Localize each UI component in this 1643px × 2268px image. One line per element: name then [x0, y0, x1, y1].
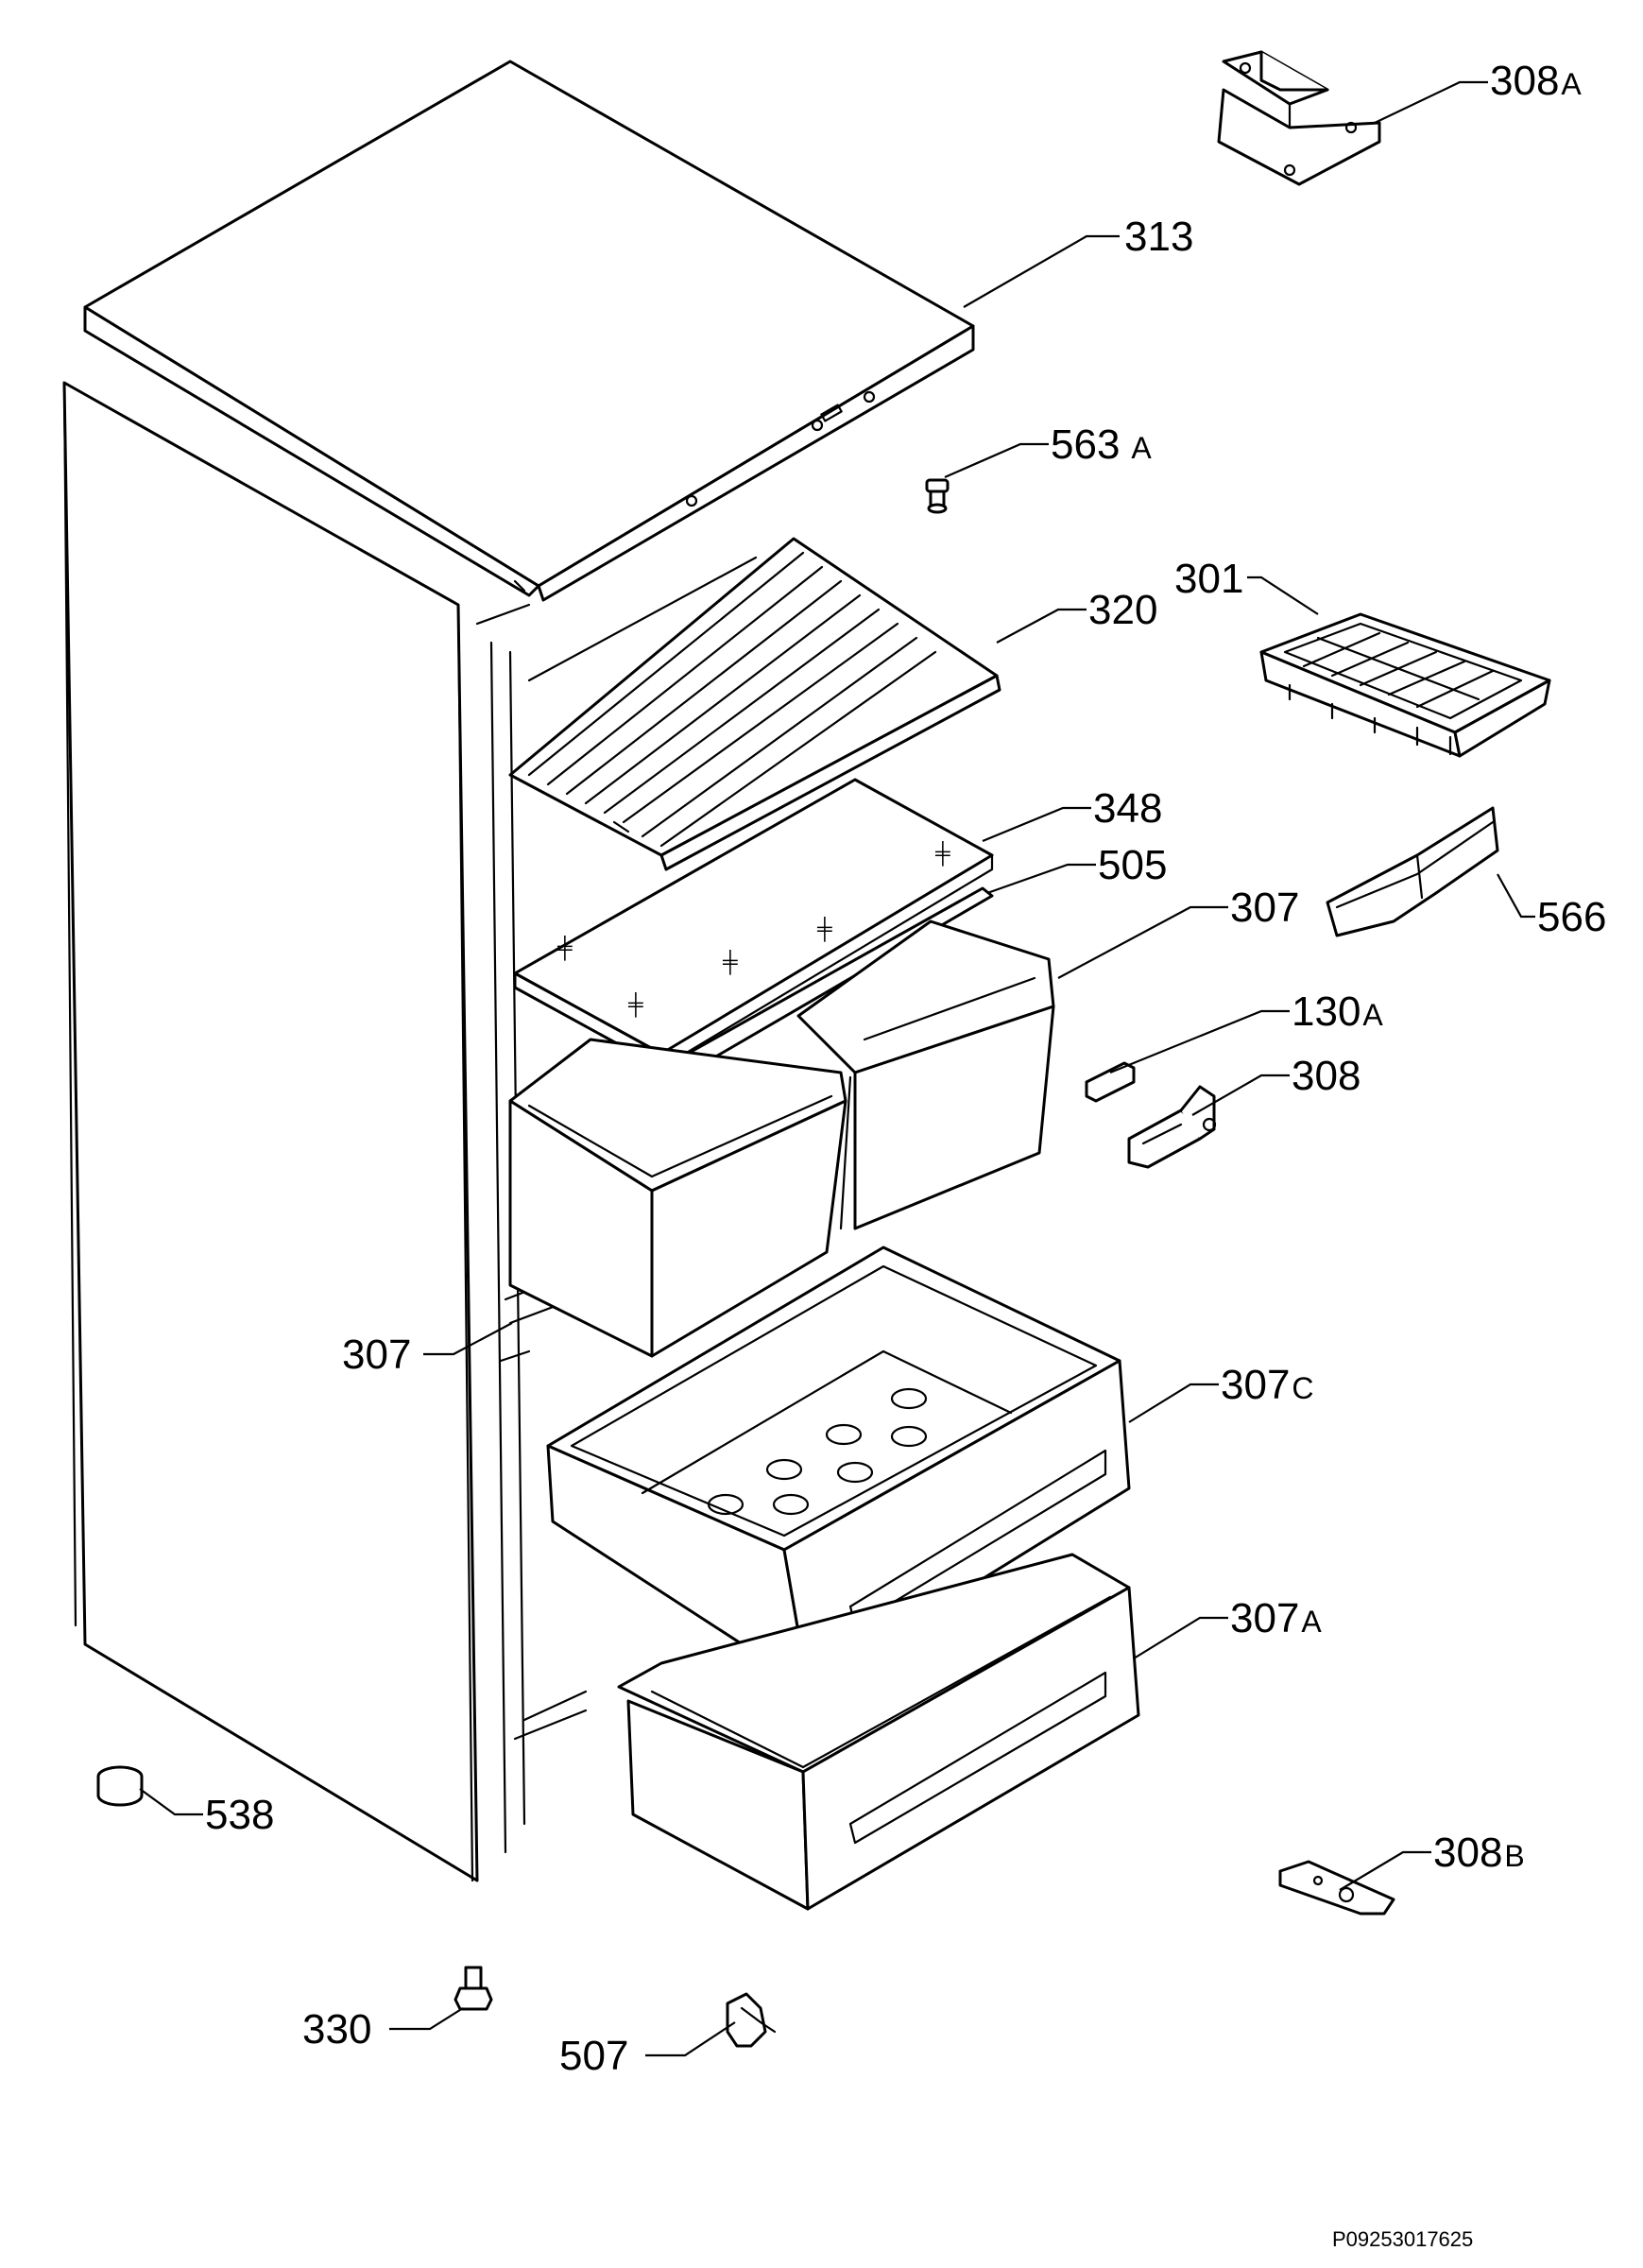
clip-507-part: [726, 1992, 777, 2048]
callout-538: 538: [205, 1792, 274, 1838]
screw-563a-part: [925, 478, 950, 514]
svg-text:╪: ╪: [556, 935, 573, 961]
top-cover-part: [83, 60, 975, 602]
foot-538-part: [96, 1765, 144, 1807]
lower-drawer-part: [617, 1553, 1140, 1911]
stop-block-part: [1085, 1061, 1136, 1103]
callout-301: 301: [1174, 556, 1243, 602]
middle-hinge-part: [1127, 1085, 1217, 1169]
callout-307a: 307A: [1230, 1595, 1322, 1641]
levelling-foot-part: [454, 1966, 493, 2011]
drawer-upper-left-part: [508, 1038, 847, 1358]
callout-505: 505: [1098, 842, 1167, 888]
svg-text:╪: ╪: [816, 916, 832, 942]
hinge-bracket-top-part: [1217, 50, 1381, 186]
callout-308: 308: [1292, 1053, 1361, 1099]
freezer-drawer-part: [546, 1246, 1131, 1689]
leader-lines: [139, 80, 1535, 2057]
callout-307-top: 307: [1230, 885, 1299, 931]
callout-130a: 130A: [1292, 988, 1383, 1035]
callout-308a: 308A: [1490, 58, 1582, 104]
callout-308b: 308B: [1433, 1830, 1525, 1876]
callout-566: 566: [1537, 894, 1606, 940]
lower-hinge-part: [1278, 1860, 1395, 1916]
wire-shelf-part: [508, 537, 1001, 871]
svg-text:╪: ╪: [627, 991, 643, 1018]
document-reference: P09253017625: [1332, 2227, 1473, 2251]
ice-tray-part: [1259, 612, 1551, 758]
callout-320: 320: [1088, 587, 1157, 633]
callout-313: 313: [1124, 214, 1193, 260]
callout-307-left: 307: [342, 1332, 411, 1378]
ice-scraper-part: [1326, 806, 1499, 937]
callout-330: 330: [302, 2006, 371, 2053]
callout-507: 507: [559, 2033, 628, 2079]
callout-348: 348: [1093, 785, 1162, 832]
drawer-upper-right-part: [796, 919, 1055, 1230]
cabinet-body: [62, 381, 588, 1882]
callout-307c: 307C: [1221, 1362, 1314, 1408]
svg-text:╪: ╪: [722, 949, 738, 975]
svg-text:╪: ╪: [934, 840, 950, 867]
